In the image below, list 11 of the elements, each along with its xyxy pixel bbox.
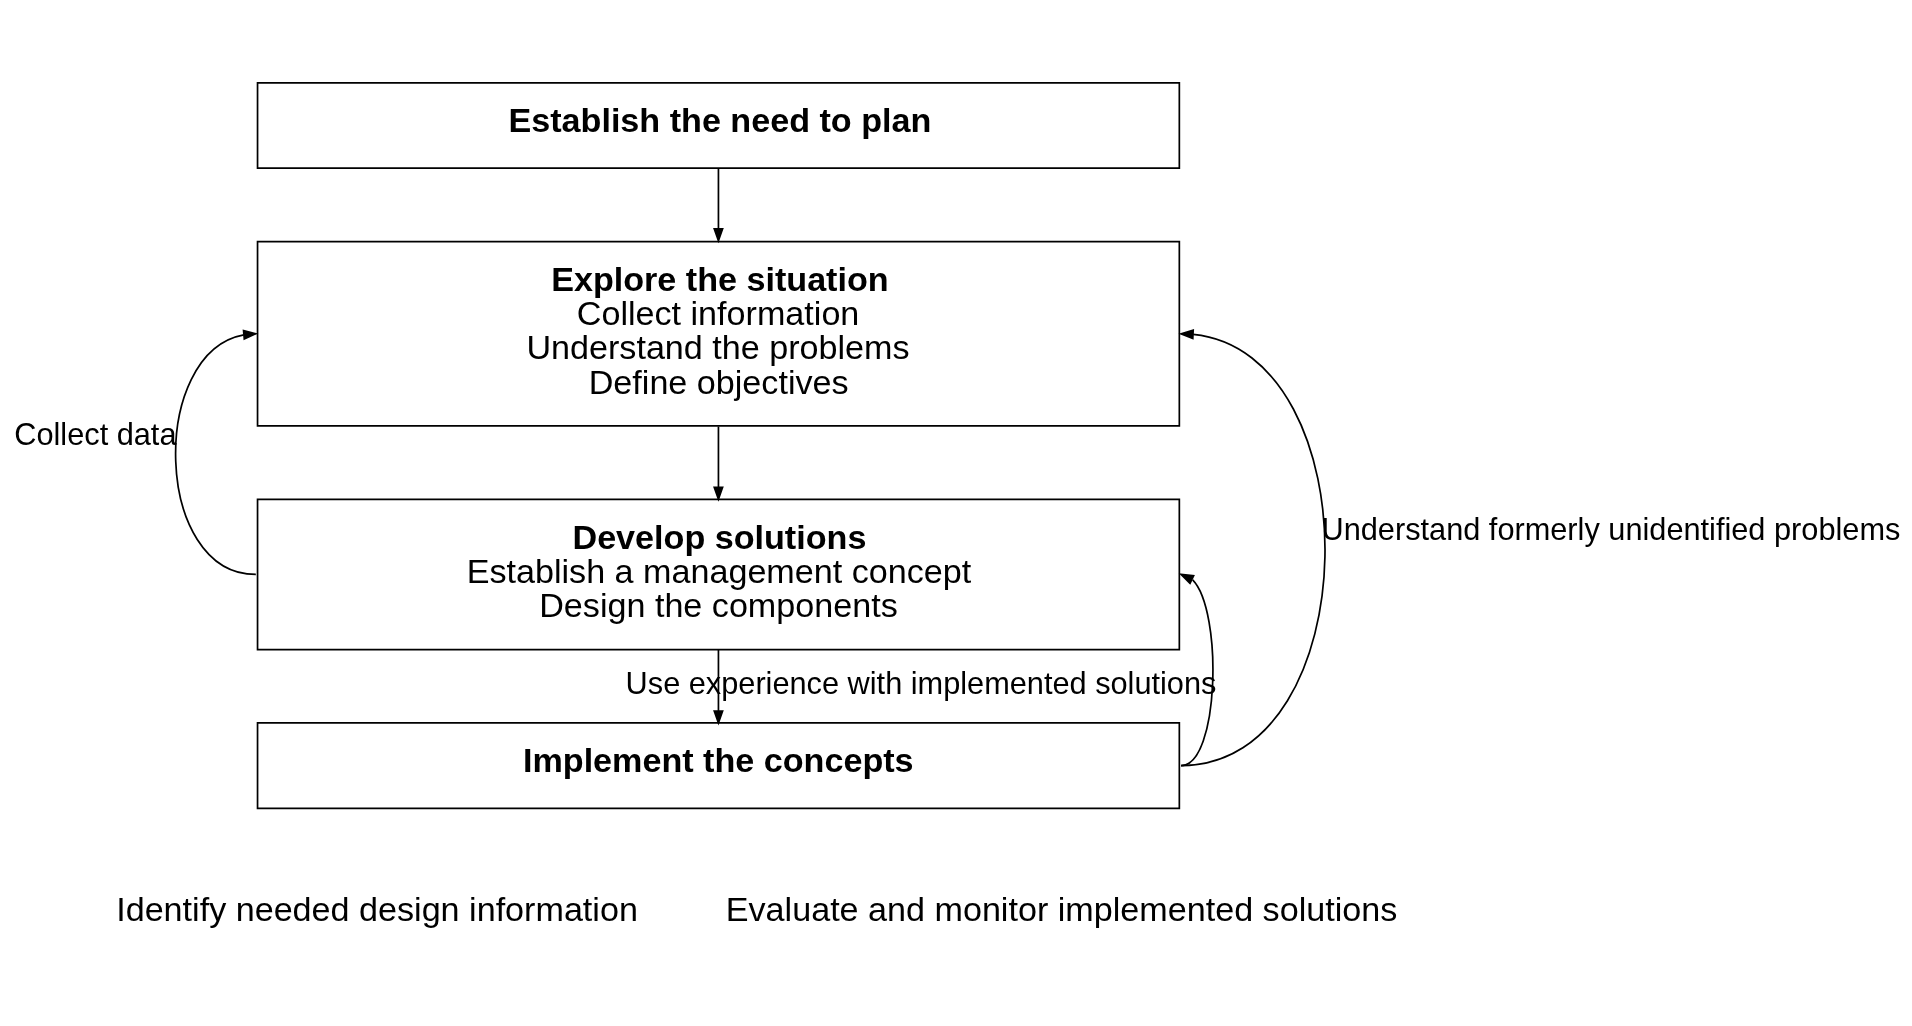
- node-box: Establish the need to plan: [256, 81, 1181, 170]
- node-box: Develop solutions Establish a management concept Design the components: [256, 498, 1181, 651]
- label: Identify needed design information: [116, 889, 638, 928]
- arrow: [713, 425, 724, 502]
- arrow: [1178, 573, 1214, 767]
- node-box: Implement the concepts: [256, 722, 1181, 810]
- arrow: [1178, 329, 1326, 767]
- arrow: [713, 167, 724, 244]
- arrow: [174, 329, 259, 576]
- node-box: Explore the situation Collect information Understand the problems Define objectives: [256, 240, 1181, 427]
- label: Evaluate and monitor implemented solutions: [725, 889, 1398, 928]
